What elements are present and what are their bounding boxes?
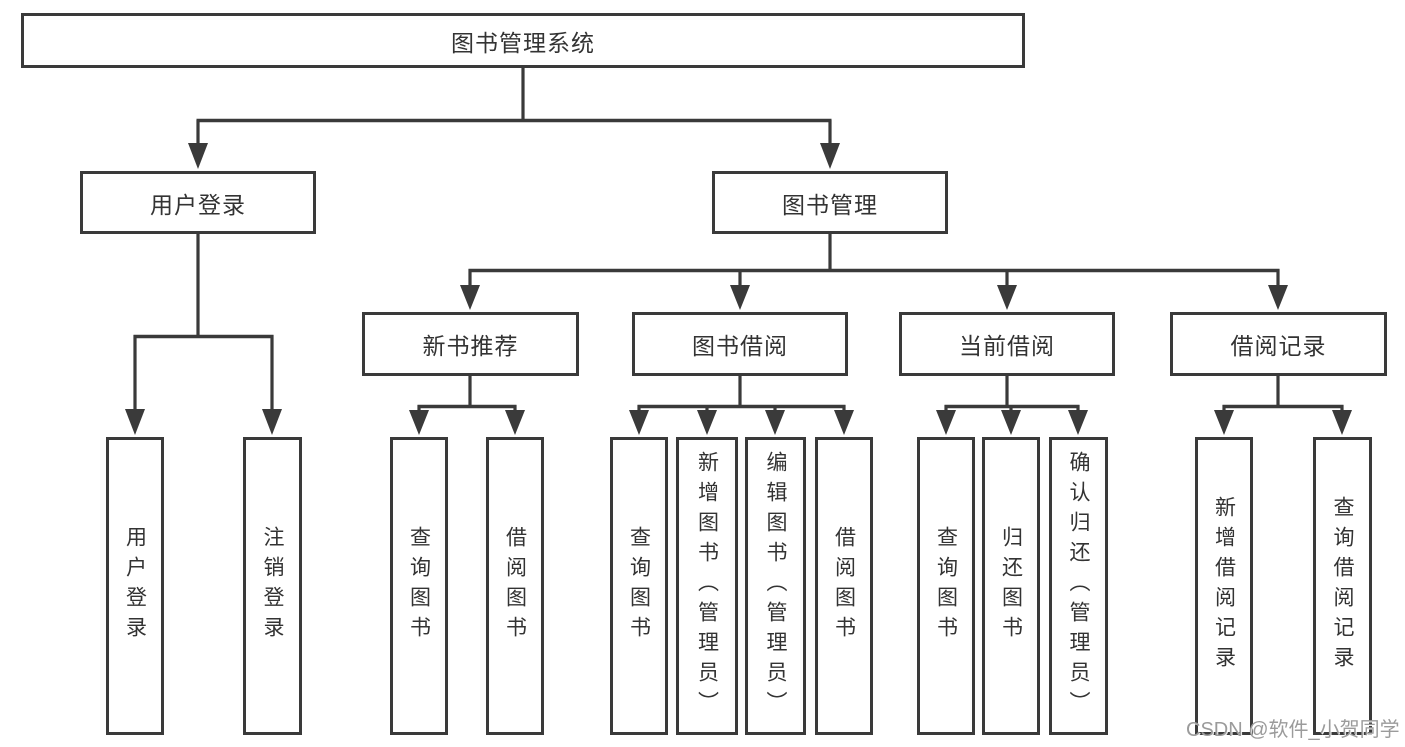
node-new-book-recommend: 新书推荐 xyxy=(362,312,579,376)
leaf-return-book: 归还图书 xyxy=(982,437,1040,735)
node-label: 借阅图书 xyxy=(832,526,856,646)
node-label: 查询图书 xyxy=(934,526,958,646)
leaf-query-borrow-record: 查询借阅记录 xyxy=(1313,437,1372,735)
node-label: 新增借阅记录 xyxy=(1212,496,1236,676)
node-label: 查询图书 xyxy=(627,526,651,646)
node-label: 查询图书 xyxy=(407,526,431,646)
node-label: 当前借阅 xyxy=(959,333,1055,359)
node-label: 图书管理 xyxy=(782,191,878,218)
node-current-borrowing: 当前借阅 xyxy=(899,312,1115,376)
leaf-edit-book-admin: 编辑图书（管理员） xyxy=(745,437,806,735)
csdn-watermark: CSDN @软件_小贺同学 xyxy=(1186,719,1400,741)
node-label: 新增图书（管理员） xyxy=(695,451,719,721)
node-label: 查询借阅记录 xyxy=(1331,496,1355,676)
leaf-query-books-1: 查询图书 xyxy=(390,437,448,735)
node-book-management: 图书管理 xyxy=(712,171,948,234)
node-label: 图书借阅 xyxy=(692,333,788,359)
leaf-borrow-books-1: 借阅图书 xyxy=(486,437,544,735)
node-user-login: 用户登录 xyxy=(80,171,316,234)
leaf-query-books-2: 查询图书 xyxy=(610,437,668,735)
node-label: 用户登录 xyxy=(150,191,246,218)
leaf-add-book-admin: 新增图书（管理员） xyxy=(676,437,738,735)
node-label: 借阅图书 xyxy=(503,526,527,646)
node-borrow-records: 借阅记录 xyxy=(1170,312,1387,376)
node-library-management-system: 图书管理系统 xyxy=(21,13,1025,68)
node-label: 借阅记录 xyxy=(1230,333,1327,359)
node-label: 归还图书 xyxy=(999,526,1023,646)
node-label: 新书推荐 xyxy=(422,333,519,359)
node-label: 编辑图书（管理员） xyxy=(764,451,788,721)
node-book-borrowing: 图书借阅 xyxy=(632,312,848,376)
leaf-borrow-books-2: 借阅图书 xyxy=(815,437,873,735)
leaf-user-login: 用户登录 xyxy=(106,437,164,735)
node-label: 注销登录 xyxy=(261,526,285,646)
node-label: 图书管理系统 xyxy=(451,29,595,56)
node-label: 用户登录 xyxy=(123,526,147,646)
node-label: 确认归还（管理员） xyxy=(1067,451,1091,721)
leaf-logout: 注销登录 xyxy=(243,437,302,735)
arrowheads xyxy=(125,143,1352,435)
leaf-query-books-3: 查询图书 xyxy=(917,437,975,735)
leaf-add-borrow-record: 新增借阅记录 xyxy=(1195,437,1253,735)
leaf-confirm-return-admin: 确认归还（管理员） xyxy=(1049,437,1108,735)
